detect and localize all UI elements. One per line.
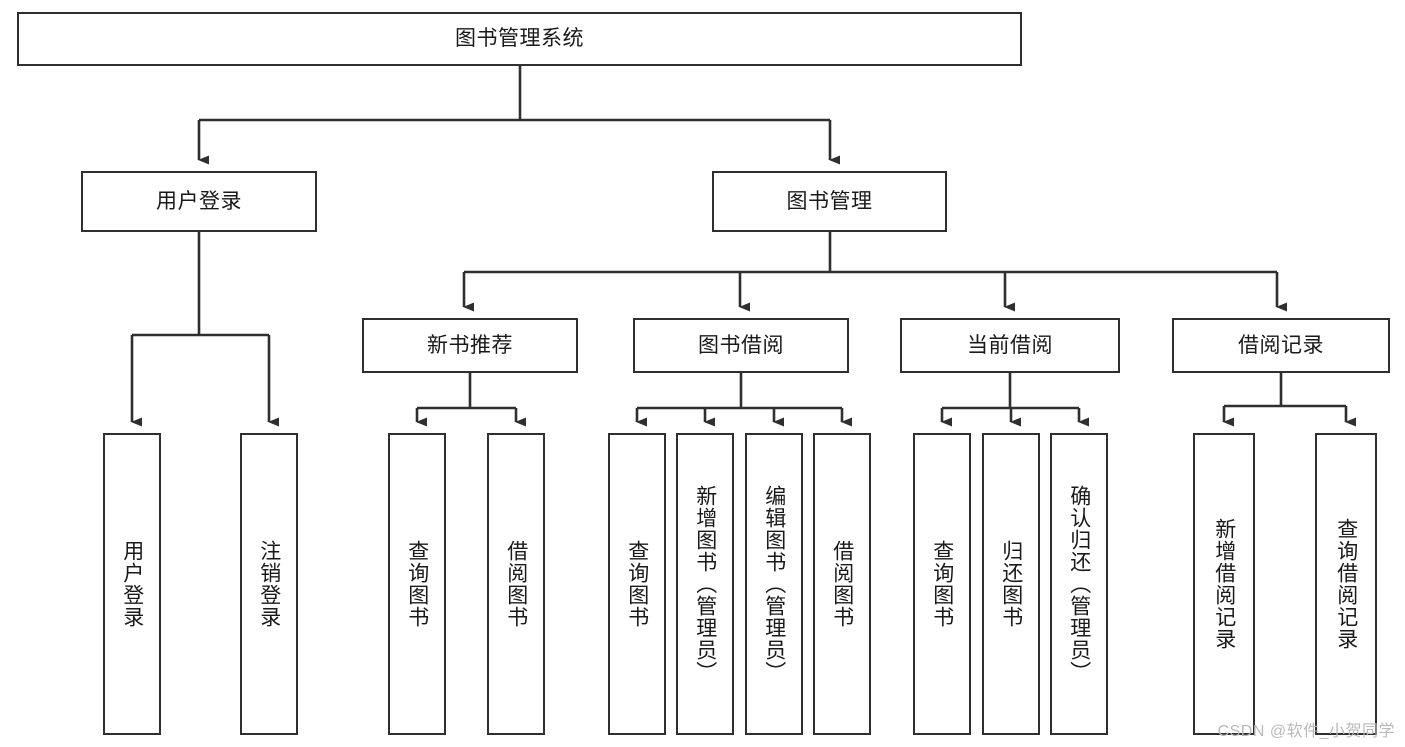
node-leaf-cur-query[interactable]: 查询图书 [913,433,971,735]
node-book-borrow-label: 图书借阅 [698,333,784,357]
node-new-book-rec-label: 新书推荐 [427,333,513,357]
node-book-manage-label: 图书管理 [786,189,873,213]
node-book-borrow[interactable]: 图书借阅 [633,318,849,373]
node-leaf-borrow-query-label: 查询图书 [625,540,649,628]
node-borrow-record-label: 借阅记录 [1238,333,1324,357]
node-leaf-rec-search[interactable]: 查询借阅记录 [1315,433,1377,735]
node-current-borrow-label: 当前借阅 [967,333,1053,357]
node-leaf-rec-query-label: 查询图书 [405,540,429,628]
node-leaf-borrow-add[interactable]: 新增图书（管理员） [676,433,734,735]
node-leaf-rec-borrow-label: 借阅图书 [504,540,528,628]
node-leaf-rec-search-label: 查询借阅记录 [1334,518,1358,650]
node-leaf-cur-query-label: 查询图书 [930,540,954,628]
node-leaf-cur-return[interactable]: 归还图书 [982,433,1040,735]
node-leaf-borrow-add-label: 新增图书（管理员） [693,485,717,683]
node-new-book-rec[interactable]: 新书推荐 [362,318,578,373]
node-leaf-borrow-edit[interactable]: 编辑图书（管理员） [745,433,803,735]
node-leaf-user-logout-label: 注销登录 [257,540,281,628]
node-leaf-rec-add[interactable]: 新增借阅记录 [1193,433,1255,735]
node-leaf-user-login[interactable]: 用户登录 [103,433,161,735]
node-leaf-cur-return-label: 归还图书 [999,540,1023,628]
node-leaf-rec-borrow[interactable]: 借阅图书 [487,433,545,735]
node-user-login[interactable]: 用户登录 [81,171,317,232]
node-leaf-borrow-edit-label: 编辑图书（管理员） [762,485,786,683]
node-leaf-rec-add-label: 新增借阅记录 [1212,518,1236,650]
node-leaf-cur-confirm-label: 确认归还（管理员） [1067,485,1091,683]
node-root-label: 图书管理系统 [455,27,584,51]
node-book-manage[interactable]: 图书管理 [712,171,947,232]
node-leaf-borrow-lend[interactable]: 借阅图书 [813,433,871,735]
node-leaf-borrow-lend-label: 借阅图书 [830,540,854,628]
node-leaf-user-login-label: 用户登录 [120,540,144,628]
node-current-borrow[interactable]: 当前借阅 [900,318,1120,373]
node-borrow-record[interactable]: 借阅记录 [1172,318,1390,373]
node-leaf-user-logout[interactable]: 注销登录 [240,433,298,735]
node-user-login-label: 用户登录 [156,189,242,213]
node-leaf-borrow-query[interactable]: 查询图书 [608,433,666,735]
node-root[interactable]: 图书管理系统 [17,12,1022,66]
node-leaf-rec-query[interactable]: 查询图书 [388,433,446,735]
node-leaf-cur-confirm[interactable]: 确认归还（管理员） [1050,433,1108,735]
